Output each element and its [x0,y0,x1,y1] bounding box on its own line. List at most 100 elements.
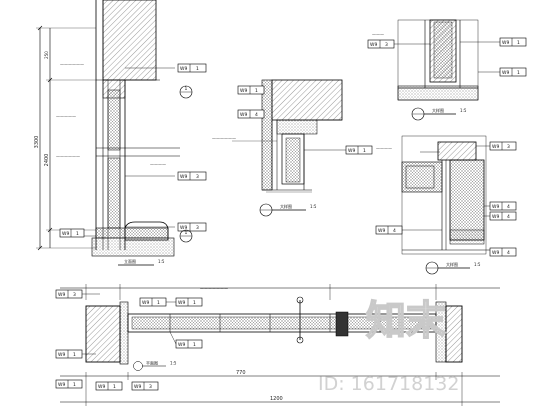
svg-text:3: 3 [149,384,152,390]
svg-text:W9: W9 [62,231,69,237]
svg-text:平面图: 平面图 [146,360,158,366]
caption-plan: 平面图 1:5 [133,360,177,371]
callout-plan-m3: W9 1 [95,381,123,391]
svg-text:4: 4 [507,214,510,220]
callout-d1-b: W9 4 [237,109,265,119]
svg-text:W9: W9 [58,292,65,298]
svg-text:4: 4 [507,204,510,210]
callout-plan-m2: W9 1 [175,297,203,307]
svg-text:4: 4 [507,250,510,256]
plan-section: 770 1200 W9 3 W9 1 W9 1 W9 1 [55,284,500,406]
svg-text:W9: W9 [134,384,141,390]
svg-text:W9: W9 [180,174,187,180]
svg-text:W9: W9 [492,204,499,210]
dim-total: 3300 [34,136,40,149]
svg-text:W9: W9 [178,300,185,306]
svg-text:4: 4 [393,228,396,234]
svg-text:3: 3 [507,144,510,150]
svg-text:1: 1 [73,352,76,358]
callout-d1-a: W9 1 [237,85,265,95]
svg-text:1: 1 [185,86,188,92]
dim-top: 250 [44,51,49,59]
svg-text:1: 1 [193,342,196,348]
svg-text:1: 1 [363,148,366,154]
svg-text:W9: W9 [240,112,247,118]
svg-text:1: 1 [113,384,116,390]
svg-text:3: 3 [196,174,199,180]
note-d1: —————— [212,136,236,141]
callout-plan-m4: W9 3 [131,381,159,391]
svg-text:3: 3 [196,225,199,231]
svg-text:1:5: 1:5 [474,262,481,267]
caption-detail-1: 大样图 1:5 [259,203,317,217]
callout-d3-e: W9 4 [375,225,403,235]
svg-text:1:5: 1:5 [460,108,467,113]
callout-d3-a: W9 3 [489,141,517,151]
svg-text:W9: W9 [492,214,499,220]
svg-text:1: 1 [185,230,188,236]
note-plan: ——————— [200,286,228,291]
callout-d3-d: W9 4 [489,247,517,257]
callout-plan-m1: W9 1 [139,297,167,307]
callout-plan-l1: W9 3 [55,289,83,299]
svg-text:1:5: 1:5 [310,204,317,209]
svg-text:1: 1 [255,88,258,94]
svg-text:W9: W9 [58,382,65,388]
svg-text:1: 1 [517,70,520,76]
svg-text:1: 1 [76,231,79,237]
left-elevation-section: 3300 2400 250 —————— ————— —————— ———— [34,0,207,266]
callout-elev-base: W9 1 [59,228,85,238]
svg-text:W9: W9 [348,148,355,154]
svg-text:1: 1 [193,300,196,306]
svg-text:大样图: 大样图 [432,107,444,113]
svg-text:1: 1 [517,40,520,46]
note-elev-3: —————— [56,154,80,159]
svg-text:大样图: 大样图 [280,203,292,209]
watermark-brand: 知末 [366,297,446,344]
svg-text:1: 1 [157,300,160,306]
svg-text:W9: W9 [98,384,105,390]
svg-text:3: 3 [73,292,76,298]
svg-text:W9: W9 [378,228,385,234]
watermark-id: ID: 161718132 [318,373,459,395]
watermark: 知末 ID: 161718132 [318,296,459,395]
callout-d2-a: W9 3 [367,39,395,49]
svg-text:W9: W9 [240,88,247,94]
dim-overall: 1200 [270,396,283,402]
svg-text:W9: W9 [502,40,509,46]
svg-text:大样图: 大样图 [446,261,458,267]
callout-elev-low: W9 3 [177,222,207,232]
dim-inner: 770 [236,370,246,376]
caption-detail-3: 大样图 1:5 [425,261,481,275]
callout-plan-l2: W9 1 [55,349,83,359]
caption-detail-2: 大样图 1:5 [411,107,467,121]
callout-plan-l3: W9 1 [55,379,83,389]
svg-text:W9: W9 [178,342,185,348]
callout-plan-m5: W9 1 [175,339,203,349]
note-elev-2: ————— [56,114,76,119]
svg-text:3: 3 [385,42,388,48]
svg-text:W9: W9 [180,225,187,231]
svg-text:W9: W9 [492,250,499,256]
svg-text:1: 1 [196,66,199,72]
note-d2: ——— [372,32,384,37]
svg-text:4: 4 [255,112,258,118]
svg-text:1: 1 [73,382,76,388]
svg-text:W9: W9 [58,352,65,358]
callout-d1-c: W9 1 [345,145,373,155]
callout-d3-b: W9 4 [489,201,517,211]
callout-d2-c: W9 1 [499,67,527,77]
detail-2: W9 3 W9 1 W9 1 ——— 大样图 1:5 [367,19,527,121]
callout-d2-b: W9 1 [499,37,527,47]
callout-elev-mid: W9 3 [177,171,207,181]
note-elev-4: ———— [150,162,166,167]
svg-text:1:5: 1:5 [170,361,177,366]
note-d3: ———— [376,146,392,151]
note-elev-1: —————— [60,62,84,67]
detail-1: W9 1 W9 4 W9 1 —————— 大样图 1:5 [212,79,373,217]
callout-elev-top: W9 1 [177,63,207,73]
svg-text:W9: W9 [370,42,377,48]
svg-text:W9: W9 [502,70,509,76]
dim-mid: 2400 [44,154,50,167]
